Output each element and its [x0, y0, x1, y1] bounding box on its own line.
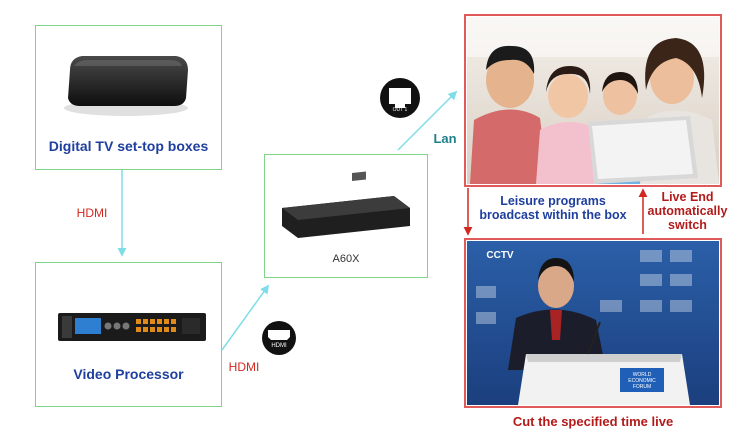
- live-conference-photo: [467, 241, 719, 405]
- settop-label: Digital TV set-top boxes: [35, 138, 222, 154]
- lan-icon-text: OUT 1: [385, 107, 415, 113]
- liveend-label-line3: switch: [645, 218, 730, 232]
- a60x-label: A60X: [264, 253, 428, 265]
- lan-label: Lan: [430, 131, 460, 146]
- settop-device-icon: [64, 56, 188, 116]
- podium-badge-text: WORLD ECONOMIC FORUM: [620, 372, 664, 390]
- hdmi-vertical-label: HDMI: [72, 206, 112, 220]
- video-processor-device-icon: [58, 313, 206, 341]
- liveend-label-line1: Live End: [645, 190, 730, 204]
- hdmi-diagonal-label: HDMI: [224, 360, 264, 374]
- hdmi-diagonal-arrow: [222, 286, 268, 350]
- leisure-label-line2: broadcast within the box: [470, 208, 636, 222]
- leisure-label-line1: Leisure programs: [470, 194, 636, 208]
- hdmi-port-icon: [262, 321, 296, 355]
- a60x-device-icon: [282, 172, 410, 238]
- cctv-logo: CCTV: [480, 250, 520, 261]
- processor-label: Video Processor: [35, 366, 222, 382]
- liveend-label-line2: automatically: [645, 204, 730, 218]
- family-photo: [467, 17, 719, 184]
- live-label: Cut the specified time live: [464, 414, 722, 429]
- hdmi-icon-text: HDMI: [264, 343, 294, 349]
